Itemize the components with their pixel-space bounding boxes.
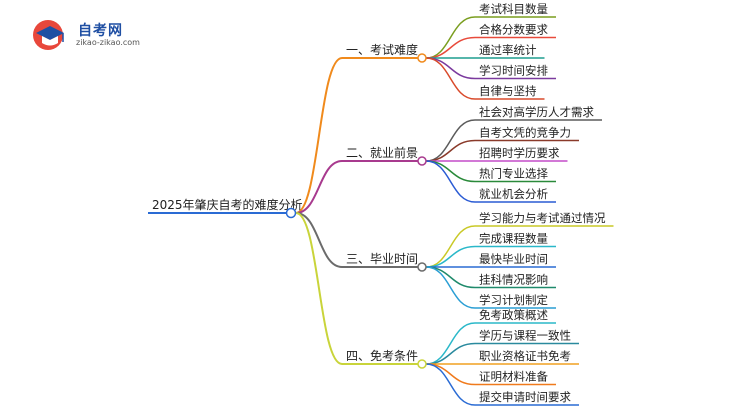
site-logo: 自考网 zikao-zikao.com	[30, 18, 180, 52]
logo-url: zikao-zikao.com	[76, 38, 140, 47]
leaf-label: 热门专业选择	[479, 167, 548, 181]
leaf-label: 自考文凭的竞争力	[479, 126, 571, 140]
leaf-label: 就业机会分析	[479, 187, 548, 201]
leaf-connector	[425, 139, 476, 162]
branch-label: 一、考试难度	[346, 42, 418, 57]
leaf-connector	[425, 266, 476, 309]
branch-node-circle[interactable]	[417, 156, 427, 166]
leaf-connector	[425, 57, 476, 100]
branch-label: 二、就业前景	[346, 145, 418, 160]
logo-name: 自考网	[78, 23, 123, 39]
leaf-connector	[425, 342, 476, 365]
branch-node-circle[interactable]	[417, 53, 427, 63]
leaf-label: 证明材料准备	[479, 370, 548, 384]
leaf-label: 学习时间安排	[479, 64, 548, 78]
leaf-connector	[425, 57, 476, 80]
branch-label: 三、毕业时间	[346, 252, 418, 266]
leaf-label: 职业资格证书免考	[479, 349, 571, 363]
leaf-connector	[425, 245, 476, 268]
branch-connector	[295, 212, 343, 268]
leaf-connector	[425, 160, 476, 203]
branch-connector	[295, 212, 343, 365]
leaf-connector	[425, 36, 476, 59]
leaf-label: 通过率统计	[479, 43, 537, 57]
leaf-connector	[425, 160, 476, 183]
leaf-label: 考试科目数量	[479, 2, 548, 16]
branch-node-circle[interactable]	[417, 359, 427, 369]
leaf-connector	[425, 363, 476, 406]
leaf-label: 免考政策概述	[479, 308, 548, 322]
leaf-label: 学历与课程一致性	[479, 329, 571, 343]
leaf-label: 合格分数要求	[479, 23, 548, 37]
root-node-circle[interactable]	[285, 207, 297, 219]
branch-node-circle[interactable]	[417, 262, 427, 272]
graduation-cap-icon	[33, 20, 64, 50]
mind-map-nodes: 2025年肇庆自考的难度分析 一、考试难度 考试科目数量合格分数要求通过率统计学习时…	[148, 2, 614, 406]
leaf-connector	[425, 266, 476, 289]
leaf-label: 完成课程数量	[479, 232, 548, 246]
leaf-label: 学习计划制定	[479, 293, 548, 307]
leaf-label: 提交申请时间要求	[479, 390, 571, 404]
branch-label: 四、免考条件	[346, 348, 418, 363]
leaf-label: 学习能力与考试通过情况	[479, 211, 606, 225]
leaf-label: 自律与坚持	[479, 84, 537, 98]
leaf-connector	[425, 363, 476, 386]
leaf-label: 挂科情况影响	[479, 273, 548, 287]
branch-connector	[295, 160, 343, 214]
connector-lines	[295, 16, 476, 406]
leaf-label: 招聘时学历要求	[479, 146, 560, 160]
root-label: 2025年肇庆自考的难度分析	[152, 197, 303, 212]
branch-connector	[295, 57, 343, 214]
leaf-label: 最快毕业时间	[479, 252, 548, 266]
leaf-label: 社会对高学历人才需求	[479, 105, 594, 119]
